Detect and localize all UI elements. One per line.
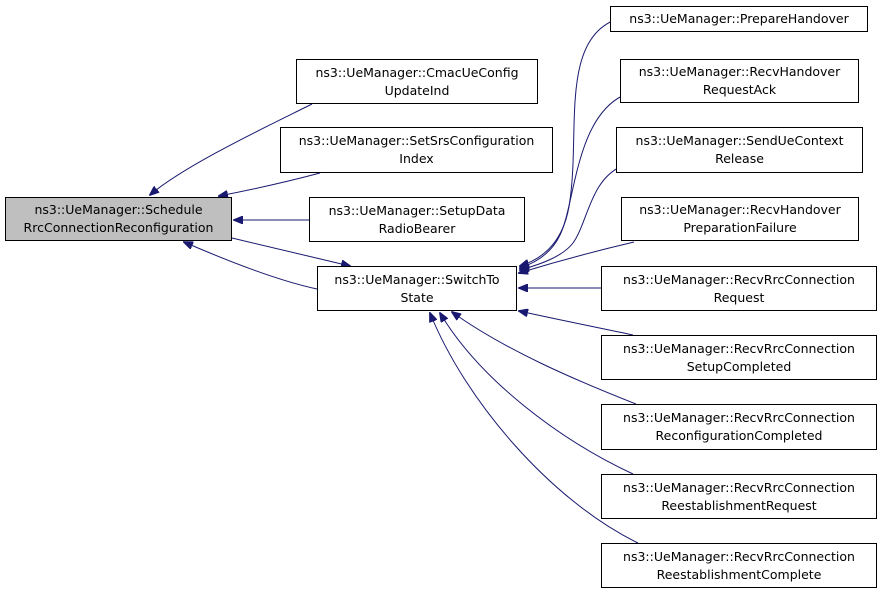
node-label-line-2: ReconfigurationCompleted [655,428,823,443]
node-label-line-1: ns3::UeManager::RecvRrcConnection [623,340,855,356]
node-label-line-2: Release [715,151,764,166]
edge-cmac-to-schedule [150,103,313,195]
node-label-line-1: ns3::UeManager::PrepareHandover [629,11,849,26]
node-label-line-2: ReestablishmentComplete [656,566,822,582]
node-switch-to-state[interactable]: ns3::UeManager::SwitchTo State [317,266,517,311]
edge-hoack-to-switch [520,95,623,268]
node-recv-rrc-connection-reestablishment-complete[interactable]: ns3::UeManager::RecvRrcConnection Reesta… [601,543,877,588]
node-label-line-2: RequestAck [702,82,777,97]
node-label-line-2: SetupCompleted [686,358,792,374]
node-label-line-1: ns3::UeManager::RecvRrcConnection [623,271,855,287]
node-label-line-2: Request [713,289,765,305]
edge-reconfcomp-to-switch [452,312,637,405]
node-cmac-ue-config-update-ind[interactable]: ns3::UeManager::CmacUeConfig UpdateInd [296,59,538,104]
node-label-line-1: ns3::UeManager::SendUeContext [635,133,844,148]
node-label-line-1: ns3::UeManager::RecvRrcConnection [623,410,855,425]
edge-setupcomp-to-switch [519,311,634,336]
node-recv-handover-request-ack[interactable]: ns3::UeManager::RecvHandover RequestAck [620,59,859,103]
node-set-srs-configuration-index[interactable]: ns3::UeManager::SetSrsConfiguration Inde… [280,127,553,173]
node-setup-data-radio-bearer[interactable]: ns3::UeManager::SetupData RadioBearer [309,197,525,242]
node-label-line-1: ns3::UeManager::RecvRrcConnection [623,548,855,564]
node-label-line-2: Index [399,151,434,166]
edge-ctxrel-to-switch [520,165,623,270]
node-label-line-2: PreparationFailure [683,220,797,235]
node-recv-rrc-connection-reconfiguration-completed[interactable]: ns3::UeManager::RecvRrcConnection Reconf… [601,404,877,450]
node-recv-rrc-connection-request[interactable]: ns3::UeManager::RecvRrcConnection Reques… [601,266,877,311]
node-label-line-2: RadioBearer [378,220,456,236]
node-label-line-1: ns3::UeManager::SetSrsConfiguration [298,133,535,148]
edge-switch-to-schedule [184,242,318,290]
node-label-line-2: ReestablishmentRequest [661,497,817,513]
node-label-line-1: ns3::UeManager::CmacUeConfig [315,64,519,80]
edge-reestreq-to-switch [440,313,634,475]
node-label-line-1: ns3::UeManager::RecvHandover [638,64,841,79]
node-recv-handover-preparation-failure[interactable]: ns3::UeManager::RecvHandover Preparation… [621,197,859,241]
edge-srs-to-schedule [219,172,321,196]
node-schedule-rrc-connection-reconfiguration: ns3::UeManager::Schedule RrcConnectionRe… [5,197,232,241]
node-label-line-1: ns3::UeManager::SetupData [328,202,506,218]
edge-prepare-to-switch [520,18,618,266]
node-prepare-handover[interactable]: ns3::UeManager::PrepareHandover [610,6,868,32]
node-label-line-2: RrcConnectionReconfiguration [23,220,214,235]
node-recv-rrc-connection-setup-completed[interactable]: ns3::UeManager::RecvRrcConnection SetupC… [601,335,877,380]
node-label-line-1: ns3::UeManager::RecvRrcConnection [623,479,855,495]
node-label-line-1: ns3::UeManager::Schedule [34,202,203,217]
edge-hofail-to-switch [519,241,635,273]
node-label-line-1: ns3::UeManager::SwitchTo [334,271,500,287]
node-send-ue-context-release[interactable]: ns3::UeManager::SendUeContext Release [616,127,863,173]
node-recv-rrc-connection-reestablishment-request[interactable]: ns3::UeManager::RecvRrcConnection Reesta… [601,474,877,519]
node-label-line-2: State [400,289,434,305]
node-label-line-2: UpdateInd [384,82,450,98]
node-label-line-1: ns3::UeManager::RecvHandover [639,202,841,217]
edge-reestcomp-to-switch [430,313,639,544]
edge-schedule-to-switch [231,237,350,266]
